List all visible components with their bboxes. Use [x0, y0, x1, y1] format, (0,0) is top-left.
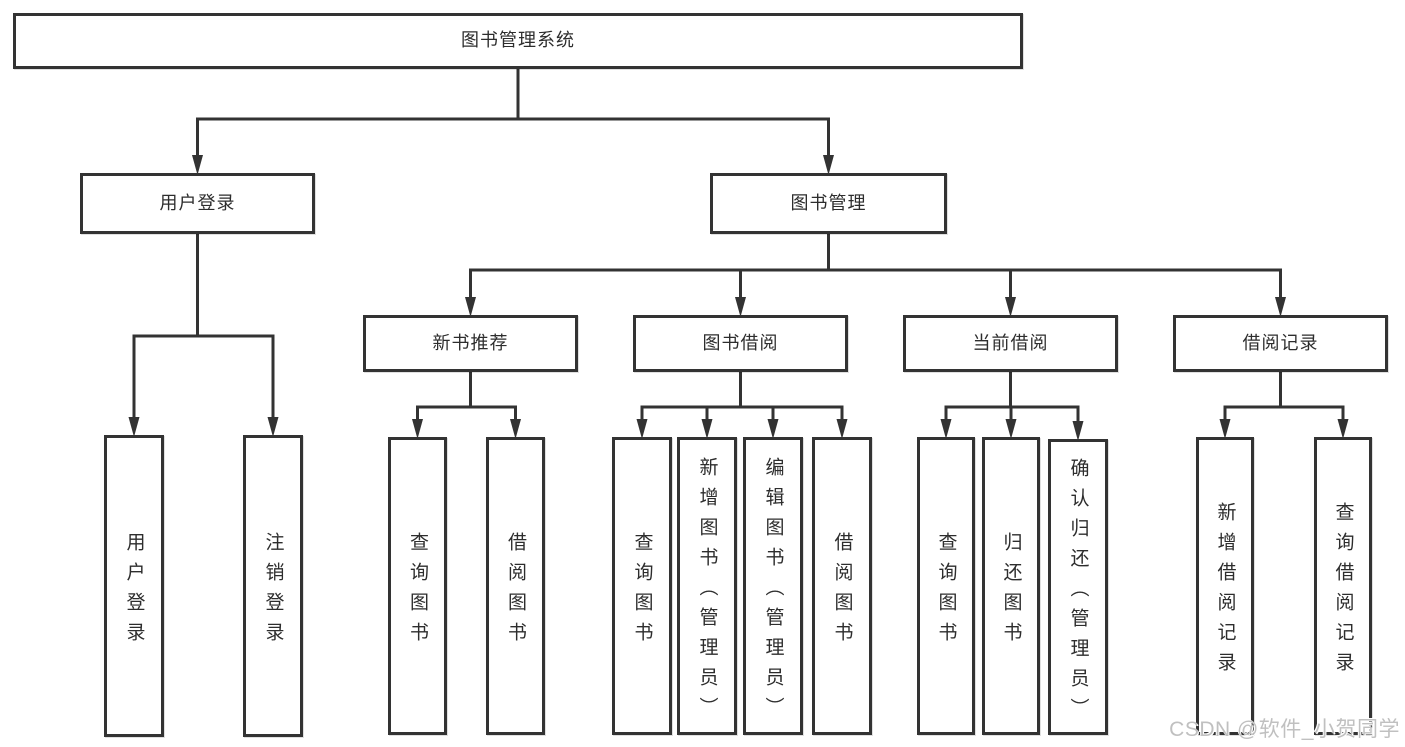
arrowhead-icon — [1072, 421, 1084, 441]
node-label: 新增借阅记录 — [1214, 501, 1236, 682]
arrowhead-icon — [767, 419, 779, 439]
node-user-login-branch: 用户登录 — [80, 173, 315, 234]
node-leaf-confirm-return: 确认归还（管理员） — [1048, 439, 1108, 735]
node-label: 确认归还（管理员） — [1067, 457, 1089, 728]
node-new-book-recommend: 新书推荐 — [363, 315, 578, 372]
node-leaf-add-book: 新增图书（管理员） — [677, 437, 737, 735]
arrowhead-icon — [823, 155, 834, 175]
node-label: 图书管理 — [790, 192, 867, 213]
node-current-borrowing: 当前借阅 — [903, 315, 1118, 372]
node-label: 当前借阅 — [972, 332, 1049, 353]
node-leaf-logout: 注销登录 — [243, 435, 303, 737]
arrowhead-icon — [836, 419, 848, 439]
node-label: 新书推荐 — [432, 332, 509, 353]
arrowhead-icon — [465, 297, 476, 317]
arrowhead-icon — [735, 297, 746, 317]
node-leaf-query-book-new: 查询图书 — [388, 437, 447, 735]
node-label: 查询图书 — [935, 531, 957, 652]
node-label: 查询借阅记录 — [1332, 501, 1354, 682]
node-label: 注销登录 — [262, 531, 284, 652]
arrowhead-icon — [1337, 419, 1349, 439]
arrowhead-icon — [192, 155, 203, 175]
arrowhead-icon — [1275, 297, 1286, 317]
node-leaf-add-borrow-record: 新增借阅记录 — [1196, 437, 1254, 735]
arrowhead-icon — [128, 417, 140, 437]
node-leaf-borrow-book-borrow: 借阅图书 — [812, 437, 872, 735]
arrowhead-icon — [636, 419, 648, 439]
node-leaf-edit-book: 编辑图书（管理员） — [743, 437, 803, 735]
node-label: 借阅图书 — [505, 531, 526, 652]
arrowhead-icon — [1219, 419, 1231, 439]
node-label: 编辑图书（管理员） — [762, 456, 784, 727]
arrowhead-icon — [1005, 297, 1016, 317]
node-root: 图书管理系统 — [13, 13, 1023, 69]
node-leaf-query-borrow-record: 查询借阅记录 — [1314, 437, 1372, 735]
node-label: 查询图书 — [407, 531, 428, 652]
node-label: 查询图书 — [631, 531, 653, 652]
node-borrowing-records: 借阅记录 — [1173, 315, 1388, 372]
node-label: 图书借阅 — [702, 332, 779, 353]
node-label: 归还图书 — [1000, 531, 1022, 652]
node-book-borrowing: 图书借阅 — [633, 315, 848, 372]
arrowhead-icon — [940, 419, 952, 439]
node-label: 新增图书（管理员） — [696, 456, 718, 727]
node-leaf-borrow-book-new: 借阅图书 — [486, 437, 545, 735]
node-label: 借阅记录 — [1242, 332, 1319, 353]
arrowhead-icon — [267, 417, 279, 437]
node-leaf-return-book: 归还图书 — [982, 437, 1040, 735]
node-leaf-user-login: 用户登录 — [104, 435, 164, 737]
node-book-management: 图书管理 — [710, 173, 947, 234]
node-label: 借阅图书 — [831, 531, 853, 652]
arrowhead-icon — [510, 419, 521, 439]
arrowhead-icon — [701, 419, 713, 439]
node-label: 用户登录 — [123, 531, 145, 652]
node-label: 图书管理系统 — [461, 30, 575, 51]
node-label: 用户登录 — [159, 192, 236, 213]
node-leaf-query-book-current: 查询图书 — [917, 437, 975, 735]
node-leaf-query-book-borrow: 查询图书 — [612, 437, 672, 735]
arrowhead-icon — [1005, 419, 1017, 439]
watermark: CSDN @软件_小贺同学 — [1169, 718, 1400, 741]
arrowhead-icon — [412, 419, 423, 439]
